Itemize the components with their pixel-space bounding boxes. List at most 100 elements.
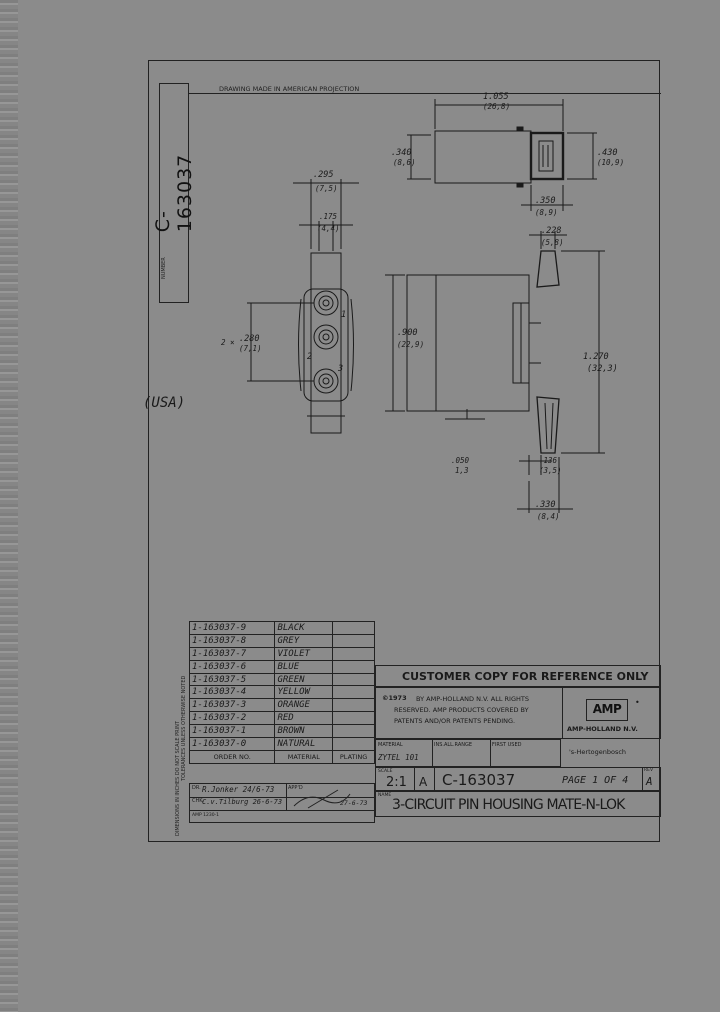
dim-top-flange-in: .350 <box>535 196 555 206</box>
signature-block: DR. R.Jonker 24/6-73 CHK. C.v.Tilburg 26… <box>189 783 375 823</box>
plating-cell <box>332 724 375 739</box>
first-used-label: FIRST USED <box>492 742 522 748</box>
scale-row: SCALE 2:1 A C-163037 PAGE 1 OF 4 REV A <box>375 767 661 791</box>
dim-top-right-height-mm: (10,9) <box>597 158 624 167</box>
dim-top-width-in: 1.055 <box>483 92 509 102</box>
appd-label: APP'D <box>288 785 303 791</box>
copyright-line-1: BY AMP-HOLLAND N.V. ALL RIGHTS <box>416 695 529 703</box>
header-order-no: ORDER NO. <box>188 749 276 764</box>
company-name: AMP-HOLLAND N.V. <box>567 725 638 733</box>
dim-side-total-in: 1.270 <box>583 352 609 362</box>
material-cell: GREY <box>274 633 334 648</box>
dim-front-width-in: .295 <box>313 170 333 180</box>
appd-date: 27-6-73 <box>340 799 368 807</box>
material-cell: ORANGE <box>274 698 334 713</box>
header-material: MATERIAL <box>274 749 334 764</box>
material-cell: VIOLET <box>274 646 334 661</box>
tolerance-note: TOLERANCES UNLESS OTHERWISE NOTED <box>181 675 187 781</box>
chk-value: C.v.Tilburg 26-6-73 <box>202 798 283 806</box>
dim-top-right-height-in: .430 <box>597 148 617 158</box>
header-plating: PLATING <box>332 749 375 764</box>
company-city: 's-Hertogenbosch <box>569 748 627 756</box>
dim-side-total-mm: (32,3) <box>587 364 618 374</box>
customer-copy: CUSTOMER COPY FOR REFERENCE ONLY <box>402 670 649 683</box>
dim-bottom-in: .330 <box>535 500 555 510</box>
order-number-cell: 1-163037-7 <box>188 646 276 661</box>
dim-side-height-mm: (22,9) <box>397 340 424 349</box>
pin-label-1: 1 <box>341 310 346 320</box>
dim-latch2-in: .136 <box>539 456 558 465</box>
dim-pitch-prefix: 2 × <box>221 338 235 347</box>
rev-label: REV <box>644 768 654 773</box>
drawing-number-box: C-163037 <box>152 83 196 303</box>
dim-front-width-mm: (7,5) <box>315 184 338 193</box>
order-number-cell: 1-163037-5 <box>188 672 276 687</box>
title-drawing-number: C-163037 <box>442 771 516 789</box>
plating-cell <box>332 711 375 726</box>
customer-copy-box: CUSTOMER COPY FOR REFERENCE ONLY <box>375 665 661 687</box>
chk-label: CHK. <box>192 798 205 804</box>
name-label: NAME <box>378 793 392 798</box>
dim-side-top-mm: (5,8) <box>541 238 564 247</box>
copyright-box: ©1973 BY AMP-HOLLAND N.V. ALL RIGHTS RES… <box>375 687 661 739</box>
ins-label: INS.ALL.RANGE <box>434 742 473 748</box>
drawing-title: 3-CIRCUIT PIN HOUSING MATE-N-LOK <box>392 797 625 813</box>
material-cell: BROWN <box>274 724 334 739</box>
projection-note-bar: DRAWING MADE IN AMERICAN PROJECTION <box>189 83 661 94</box>
dim-top-left-height-mm: (8,6) <box>393 158 416 167</box>
order-table-header: ORDER NO. MATERIAL PLATING <box>188 749 375 764</box>
material-cell: BLACK <box>274 621 334 635</box>
scale-value: 2:1 <box>386 775 407 790</box>
order-number-cell: 1-163037-2 <box>188 711 276 726</box>
dim-latch-in: .050 <box>451 456 470 465</box>
dim-side-top-in: .228 <box>541 226 561 236</box>
dim-latch-mm: 1,3 <box>455 466 469 475</box>
plating-cell <box>332 672 375 687</box>
dim-top-left-height-in: .340 <box>391 148 411 158</box>
top-view <box>407 99 597 211</box>
order-number-cell: 1-163037-1 <box>188 724 276 739</box>
order-number-cell: 1-163037-8 <box>188 633 276 648</box>
order-number-cell: 1-163037-9 <box>188 621 276 635</box>
dim-front-slot-mm: (4,4) <box>317 224 340 233</box>
order-number-cell: 1-163037-4 <box>188 685 276 700</box>
dim-top-flange-mm: (8,9) <box>535 208 558 217</box>
projection-note: DRAWING MADE IN AMERICAN PROJECTION <box>219 85 360 93</box>
registered-mark-icon: • <box>635 698 640 707</box>
order-number-cell: 1-163037-0 <box>188 737 276 751</box>
form-number: AMP 1230-1 <box>192 813 220 818</box>
material-cell: BLUE <box>274 659 334 674</box>
technical-drawing: 1.055 (26,8) .340 (8,6) .430 (10,9) .350… <box>221 92 624 521</box>
front-view <box>247 179 359 434</box>
order-number-cell: 1-163037-6 <box>188 659 276 674</box>
dim-pitch-in: .280 <box>239 334 259 344</box>
plating-cell <box>332 633 375 648</box>
material-cell: NATURAL <box>274 737 334 751</box>
side-view <box>385 231 605 513</box>
dim-bottom-mm: (8,4) <box>537 512 560 521</box>
plating-cell <box>332 646 375 661</box>
dr-label: DR. <box>192 785 201 791</box>
material-cell: YELLOW <box>274 685 334 700</box>
pin-label-2: 2 <box>307 352 312 362</box>
material-cell: GREEN <box>274 672 334 687</box>
plating-cell <box>332 621 375 635</box>
size-value: A <box>419 775 428 789</box>
copyright-line-2: RESERVED. AMP PRODUCTS COVERED BY <box>394 706 529 714</box>
material-value: ZYTEL 101 <box>378 753 419 762</box>
pin-label-3: 3 <box>337 364 343 374</box>
name-row: NAME 3-CIRCUIT PIN HOUSING MATE-N-LOK <box>375 791 661 817</box>
scan-edge <box>0 0 18 1012</box>
page-value: PAGE 1 OF 4 <box>562 775 629 786</box>
copyright-line-3: PATENTS AND/OR PATENTS PENDING. <box>394 717 516 725</box>
